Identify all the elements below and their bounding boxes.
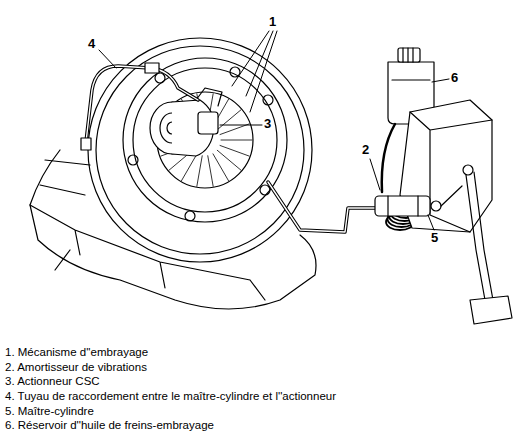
callout-number: 5: [430, 231, 439, 245]
plate-bolts: [128, 67, 273, 221]
leader-line: [99, 31, 449, 230]
parts-list-item: 6. Réservoir d''huile de freins-embrayag…: [5, 419, 214, 432]
pipe-fitting: [145, 63, 159, 73]
pressure-plate: [133, 68, 277, 212]
gearbox-housing: [30, 205, 265, 300]
bell-housing: [88, 38, 312, 262]
hydraulic-pipe: [86, 66, 198, 142]
parts-list-item: 1. Mécanisme d''embrayage: [5, 346, 148, 359]
pressure-plate: [123, 58, 287, 222]
parts-list-item: 3. Actionneur CSC: [5, 375, 100, 388]
callout-number: 3: [263, 117, 272, 131]
callout-number: 4: [87, 37, 96, 51]
diaphragm-fingers: [158, 94, 252, 187]
parts-list-item: 5. Maître-cylindre: [5, 405, 94, 418]
callout-number: 2: [361, 143, 370, 157]
clutch-pedal: [466, 172, 512, 324]
bell-housing: [96, 46, 304, 254]
parts-list-item: 4. Tuyau de raccordement entre le maître…: [5, 390, 336, 403]
master-cylinder: [375, 186, 462, 216]
hydraulic-pipe: [86, 66, 198, 142]
parts-list-item: 2. Amortisseur de vibrations: [5, 361, 147, 374]
pipe-fitting: [81, 138, 91, 150]
hydraulic-pipe: [268, 182, 378, 232]
callout-number: 1: [268, 15, 277, 29]
gearbox-housing: [40, 160, 90, 270]
gearbox-housing: [30, 150, 316, 309]
callout-number: 6: [450, 71, 459, 85]
hydraulic-pipe: [268, 182, 378, 232]
csc-actuator: [150, 88, 222, 156]
